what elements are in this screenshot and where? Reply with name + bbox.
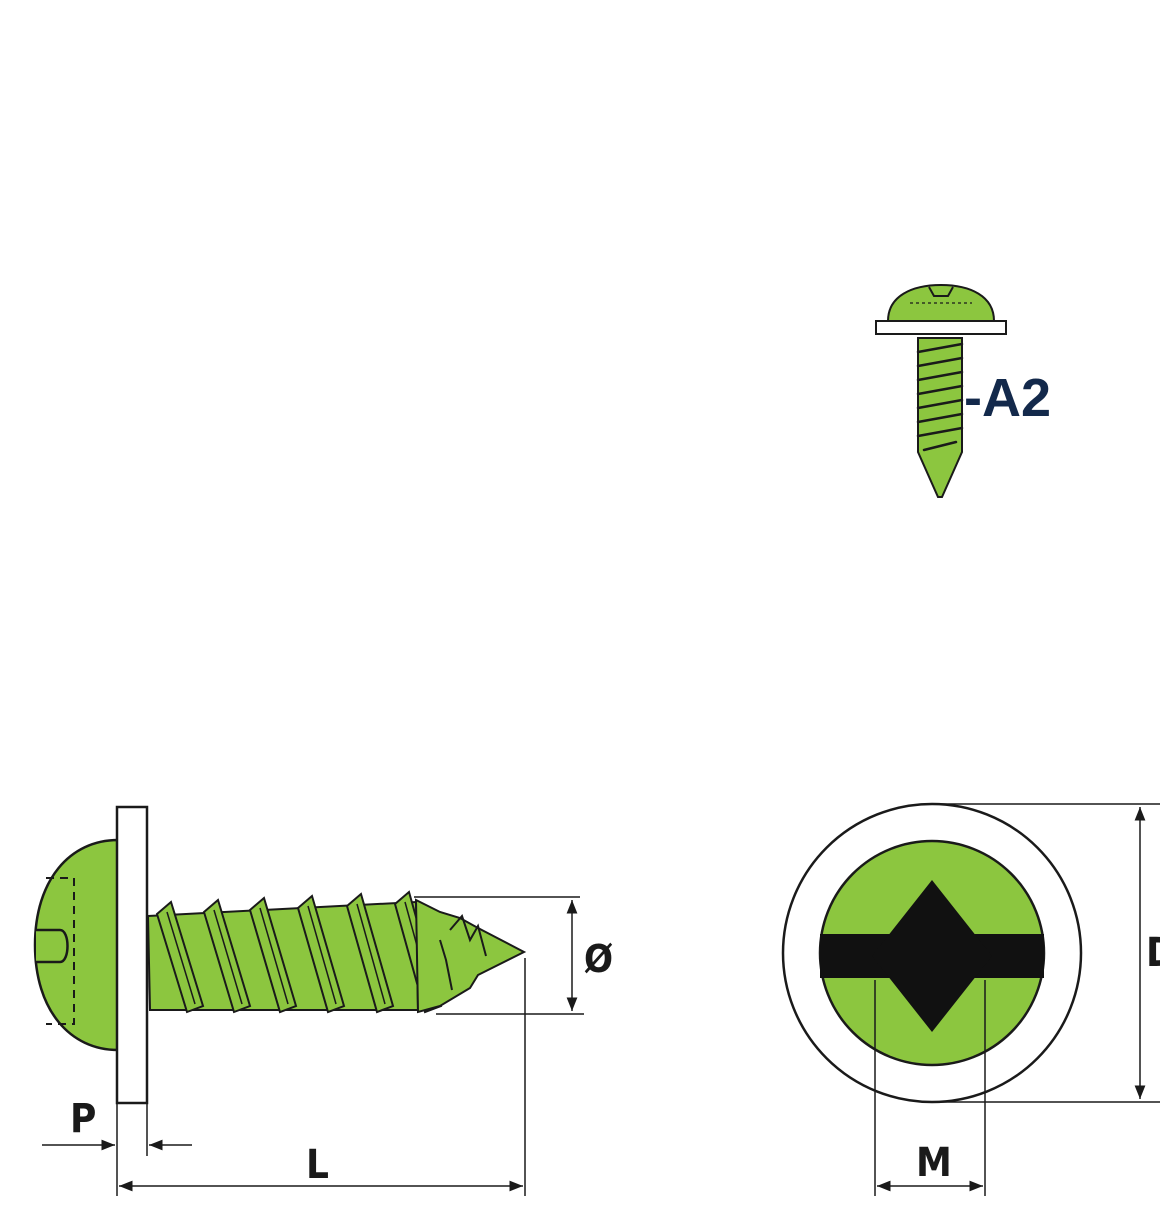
icon-shank	[916, 337, 964, 498]
material-grade-badge: -A2	[964, 368, 1051, 428]
icon-thread-line	[916, 370, 964, 382]
thread-crest-line	[166, 911, 196, 1005]
icon-thread-line	[922, 440, 958, 452]
icon-thread-line	[916, 384, 964, 396]
icon-thread-line	[916, 342, 964, 354]
recess-hidden-line	[46, 877, 75, 1025]
icon-thread-line	[916, 398, 964, 410]
recess-width-label: M	[916, 1140, 952, 1186]
icon-washer	[875, 320, 1007, 335]
thread-crest-line	[356, 903, 386, 1005]
head-slot	[36, 928, 69, 964]
thread-crest-line	[213, 909, 243, 1005]
thread-crest-line	[259, 907, 289, 1005]
washer-thickness-label: P	[70, 1096, 96, 1142]
square-recess	[872, 880, 992, 1032]
side-view: Ø L P	[33, 805, 613, 1196]
screw-product-icon: -A2	[875, 283, 1051, 498]
outer-diameter-label: D	[1146, 930, 1160, 976]
thread-crest-line	[307, 905, 337, 1005]
top-view: D M	[781, 802, 1160, 1196]
diameter-label: Ø	[584, 937, 613, 981]
screw-tip	[414, 898, 527, 1014]
washer	[115, 805, 149, 1105]
screw-head	[33, 838, 120, 1052]
length-label: L	[306, 1142, 329, 1188]
icon-thread-line	[916, 356, 964, 368]
icon-thread-line	[916, 412, 964, 424]
icon-thread-line	[916, 426, 964, 438]
